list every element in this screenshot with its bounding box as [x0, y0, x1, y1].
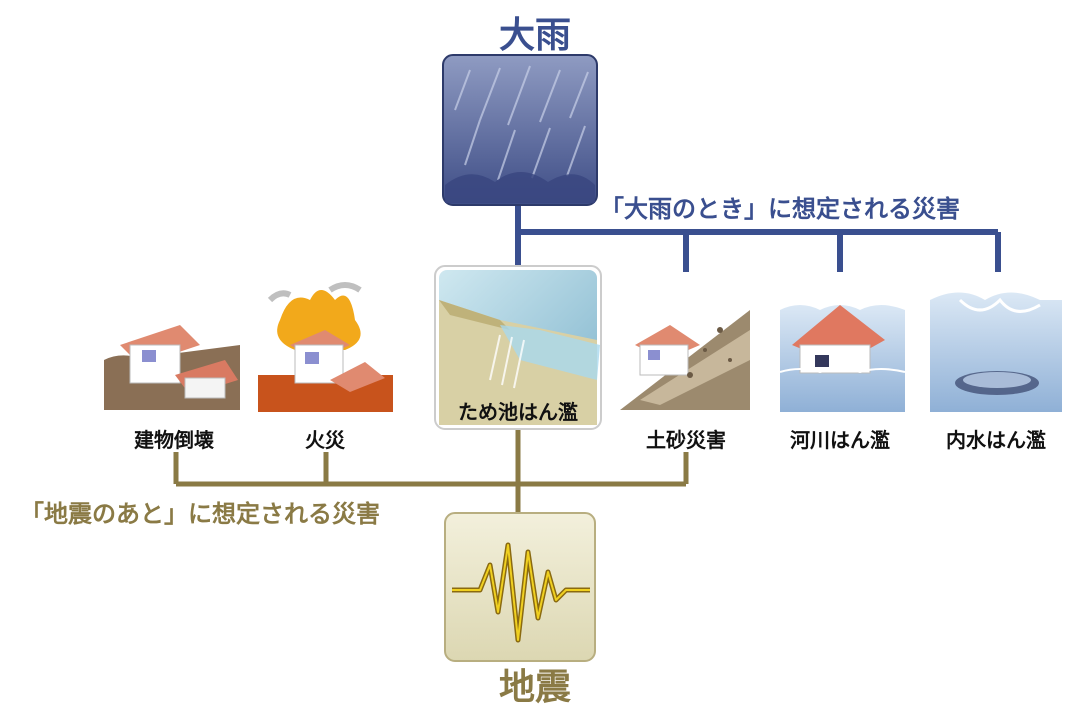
- river-flood-label: 河川はん濫: [790, 428, 890, 452]
- earthquake-title: 地震: [498, 667, 571, 708]
- landslide-label: 土砂災害: [646, 428, 726, 452]
- inland-flood-icon: [930, 292, 1062, 412]
- pond-flood-icon: [434, 265, 602, 430]
- fire-icon: [258, 282, 393, 412]
- rain-connectors: [515, 205, 1001, 272]
- rain-disasters-group-label: 「大雨のとき」に想定される災害: [600, 195, 960, 223]
- quake-disasters-group-label: 「地震のあと」に想定される災害: [20, 500, 380, 528]
- landslide-icon: [620, 310, 750, 410]
- heavy-rain-title: 大雨: [498, 15, 571, 56]
- river-flood-icon: [779, 305, 906, 412]
- fire-label: 火災: [305, 428, 345, 452]
- building-collapse-label: 建物倒壊: [134, 428, 214, 452]
- quake-connectors: [173, 430, 689, 512]
- inland-flood-label: 内水はん濫: [946, 428, 1046, 452]
- pond-flood-label: ため池はん濫: [458, 400, 578, 424]
- heavy-rain-icon: [442, 54, 598, 206]
- building-collapse-icon: [104, 325, 240, 410]
- earthquake-icon: [444, 512, 596, 662]
